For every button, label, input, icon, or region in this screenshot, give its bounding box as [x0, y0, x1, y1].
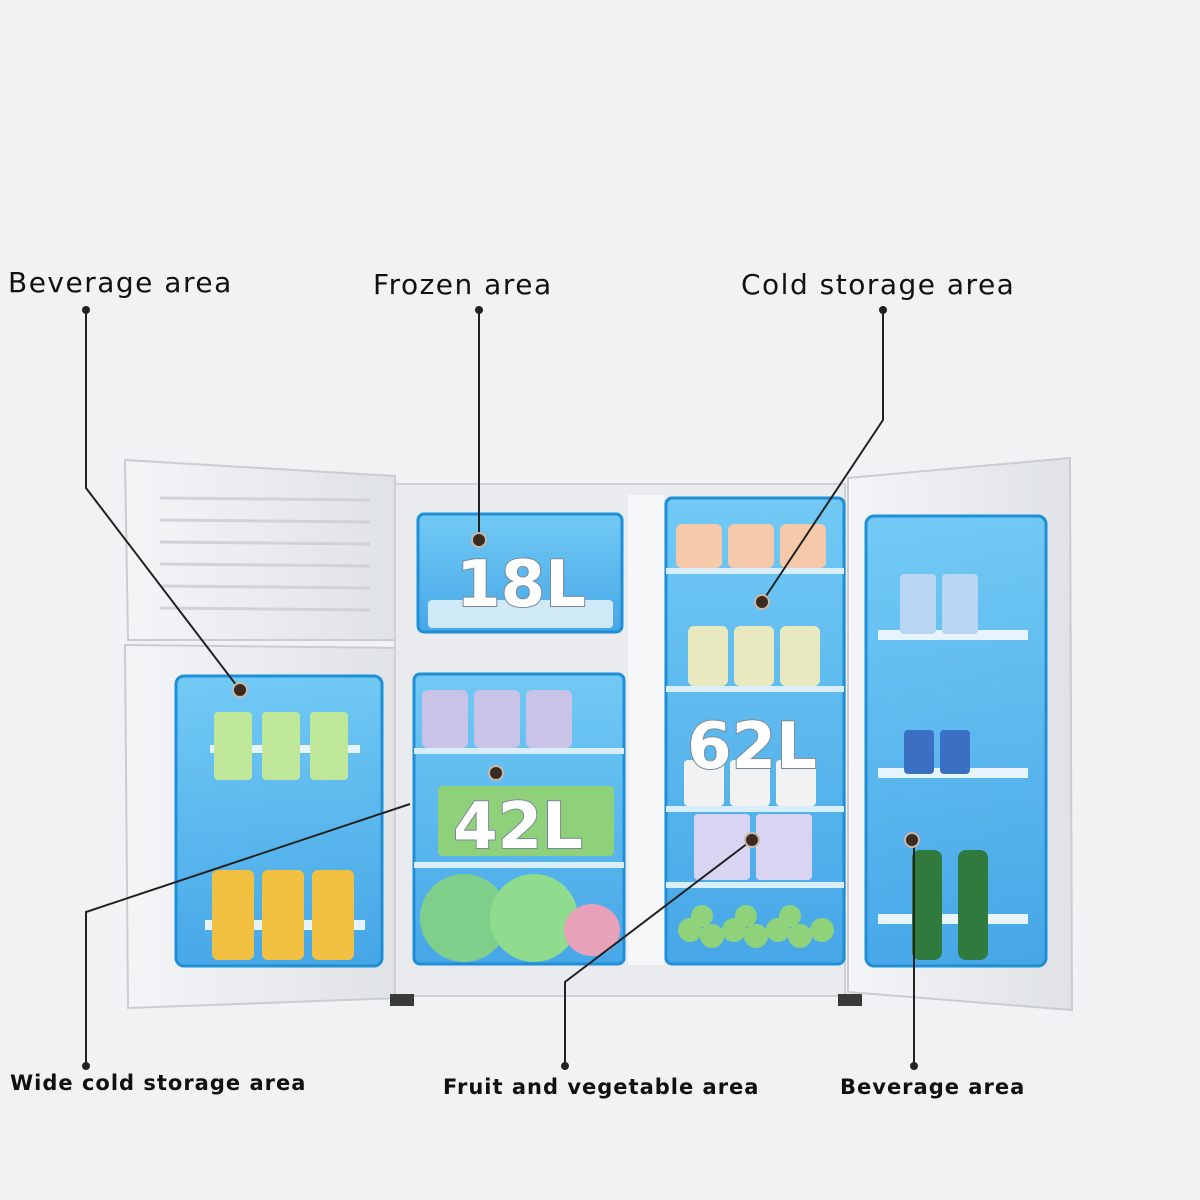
callout-fruit-veg	[564, 839, 753, 1066]
callout-beverage-top	[85, 310, 241, 691]
label-frozen-area: Frozen area	[373, 268, 553, 301]
label-cold-storage-area: Cold storage area	[741, 268, 1016, 301]
callout-wide-cold	[85, 803, 411, 1066]
cold-compartment-highlight	[664, 496, 846, 966]
capacity-fridge: 42L	[453, 790, 583, 864]
label-wide-cold-storage-area: Wide cold storage area	[10, 1071, 307, 1095]
capacity-cold: 62L	[687, 710, 817, 784]
callout-markers	[232, 532, 920, 848]
capacity-frozen: 18L	[456, 548, 586, 622]
label-beverage-area-bottom: Beverage area	[840, 1075, 1026, 1099]
fridge-compartment-highlight	[412, 672, 626, 966]
label-beverage-area-top: Beverage area	[8, 266, 233, 299]
callout-cold-storage	[761, 310, 884, 603]
wide-cold-storage-highlight	[174, 674, 384, 968]
right-door	[847, 456, 1074, 1012]
callout-dots	[82, 306, 918, 1070]
frozen-compartment-highlight	[416, 512, 624, 634]
label-fruit-vegetable-area: Fruit and vegetable area	[443, 1075, 760, 1099]
callout-lines	[85, 310, 915, 1066]
left-upper-door	[123, 458, 400, 641]
